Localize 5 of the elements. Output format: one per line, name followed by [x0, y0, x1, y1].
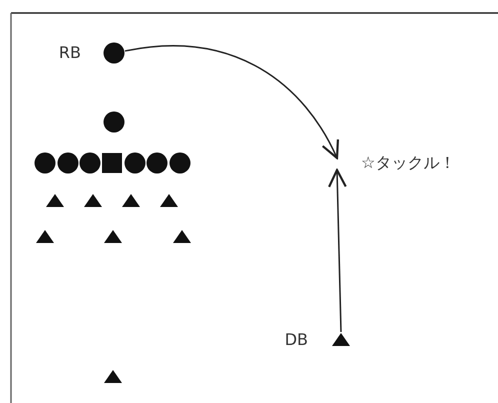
- arrow: [124, 45, 338, 160]
- callout-text: ☆タックル！: [361, 153, 456, 173]
- position-label: DB: [284, 330, 308, 350]
- position-label: RB: [58, 43, 81, 63]
- arrow: [328, 168, 347, 332]
